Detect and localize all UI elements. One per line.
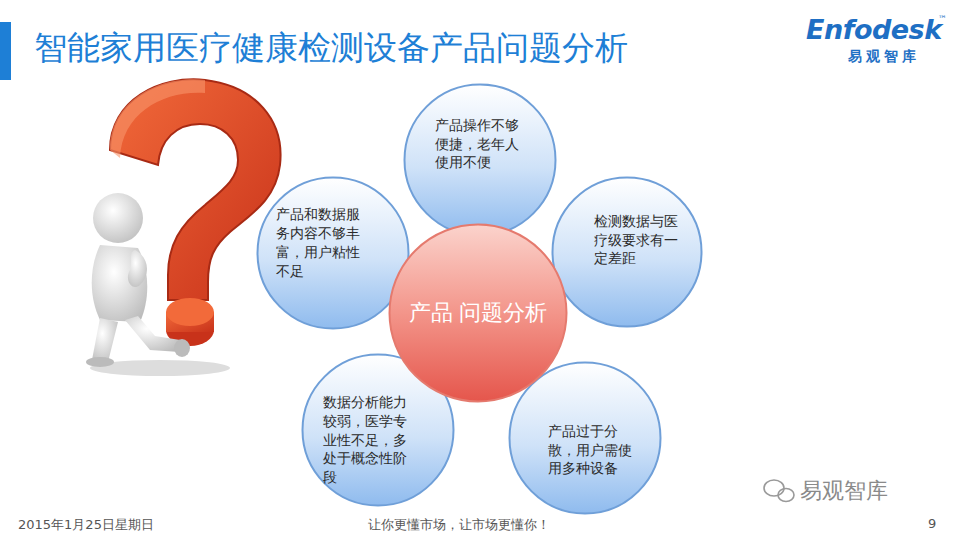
logo-text: Enfodesk (806, 14, 942, 45)
issue-text: 数据分析能力较弱，医学专业性不足，多处于概念性阶段 (323, 393, 413, 487)
issue-text: 产品和数据服务内容不够丰富，用户粘性不足 (276, 205, 366, 281)
hub-label: 产品 问题分析 (403, 298, 553, 328)
issue-circle: 检测数据与医疗级要求有一定差距 (551, 176, 703, 328)
logo-chinese: 易观智库 (848, 48, 920, 66)
trademark: ™ (938, 14, 947, 24)
issue-text: 产品操作不够便捷，老年人使用不便 (435, 116, 525, 173)
slide-title: 智能家用医疗健康检测设备产品问题分析 (34, 26, 628, 71)
footer-date: 2015年1月25日星期日 (18, 516, 154, 534)
wechat-icon (764, 480, 794, 502)
issue-circle: 产品和数据服务内容不够丰富，用户粘性不足 (256, 176, 410, 330)
watermark: 易观智库 (800, 476, 888, 506)
issue-text: 检测数据与医疗级要求有一定差距 (594, 212, 684, 269)
hub-circle: 产品 问题分析 (388, 223, 568, 403)
page-number: 9 (928, 516, 936, 531)
issue-circle: 产品操作不够便捷，老年人使用不便 (403, 83, 557, 237)
title-bar (0, 22, 11, 80)
thinking-figure (86, 193, 230, 376)
footer-slogan: 让你更懂市场，让市场更懂你！ (368, 516, 550, 534)
issue-text: 产品过于分散，用户需使用多种设备 (548, 422, 638, 479)
